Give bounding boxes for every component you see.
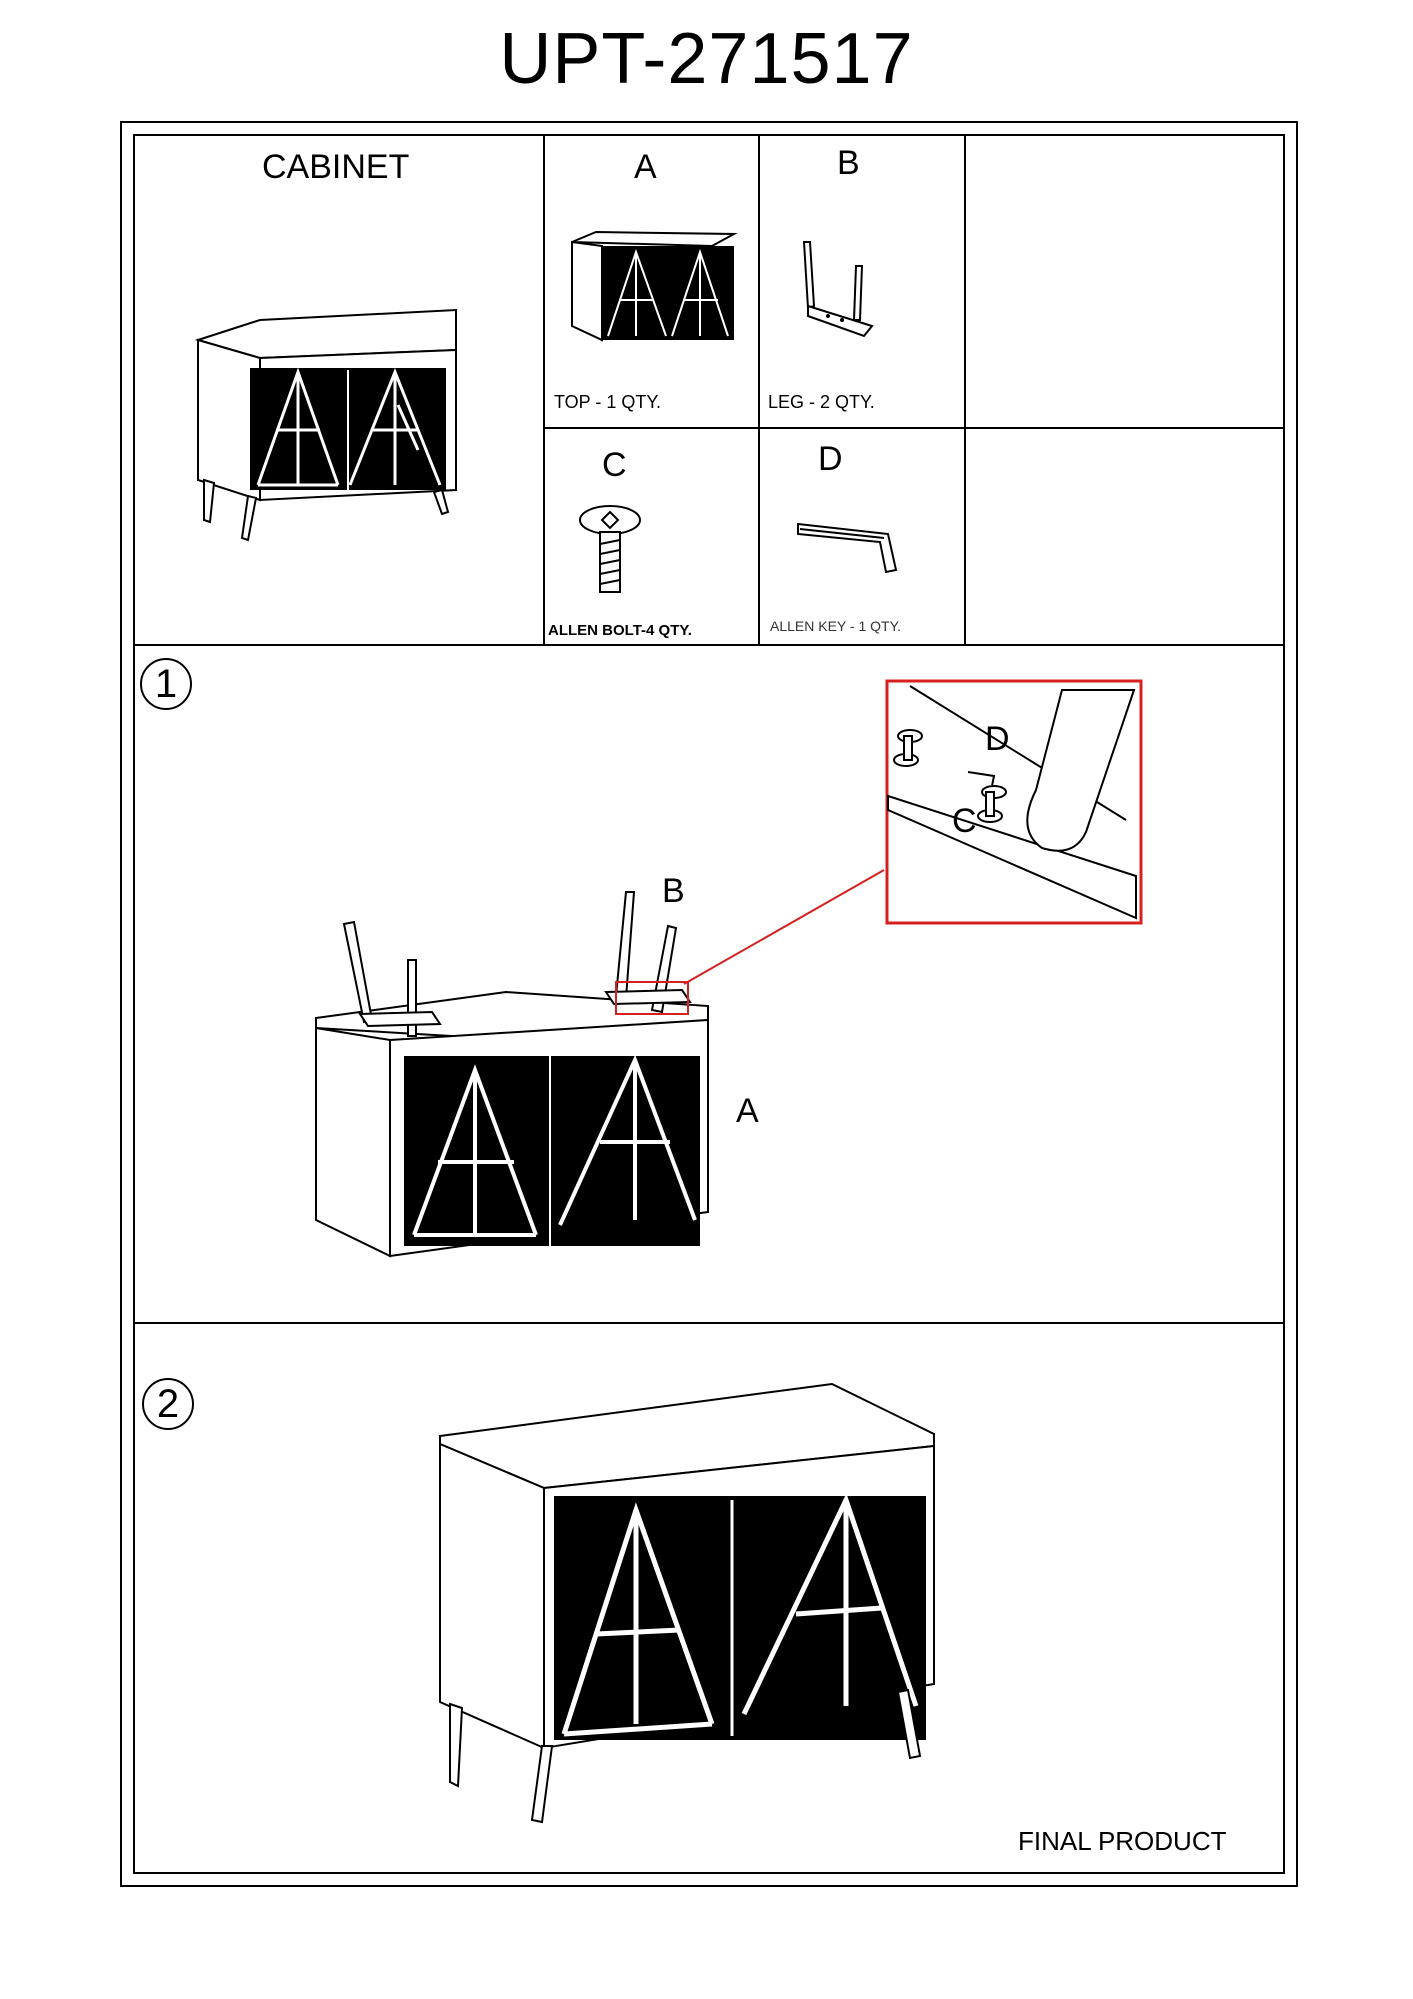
- part-d-caption: ALLEN KEY - 1 QTY.: [770, 618, 901, 634]
- part-a-caption: TOP - 1 QTY.: [554, 392, 662, 412]
- grid-divider: [543, 427, 1285, 429]
- allen-bolt-illustration: [579, 505, 641, 593]
- step-1-callout-a: A: [736, 1092, 759, 1130]
- part-c-letter: C: [602, 446, 627, 484]
- part-b-caption: LEG - 2 QTY.: [768, 392, 875, 412]
- final-product-illustration: [439, 1382, 935, 1824]
- part-c-caption: ALLEN BOLT-4 QTY.: [548, 622, 692, 639]
- leg-illustration: [802, 241, 874, 338]
- step-1-detail-c: C: [952, 802, 977, 840]
- step-2-number: 2: [142, 1378, 194, 1430]
- grid-divider: [964, 134, 966, 646]
- allen-key-illustration: [797, 522, 898, 574]
- part-b-letter: B: [837, 144, 860, 182]
- document-title: UPT-271517: [499, 19, 914, 99]
- final-product-caption: FINAL PRODUCT: [1018, 1826, 1227, 1856]
- grid-divider: [758, 134, 760, 646]
- inner-frame: [133, 134, 1285, 1874]
- part-d-letter: D: [818, 440, 843, 478]
- section-divider: [133, 644, 1285, 646]
- step-1-detail-d: D: [985, 720, 1010, 758]
- step-1-illustration: [315, 869, 885, 1258]
- top-panel-illustration: [571, 230, 738, 342]
- step-1-callout-b: B: [662, 872, 685, 910]
- cabinet-illustration: [194, 308, 457, 542]
- step-1-detail-box: [885, 679, 1143, 925]
- outer-frame: [120, 121, 1298, 1887]
- step-1-number: 1: [140, 658, 192, 710]
- grid-divider: [543, 134, 545, 646]
- part-a-letter: A: [634, 148, 657, 186]
- cabinet-label: CABINET: [262, 148, 410, 186]
- section-divider: [133, 1322, 1285, 1324]
